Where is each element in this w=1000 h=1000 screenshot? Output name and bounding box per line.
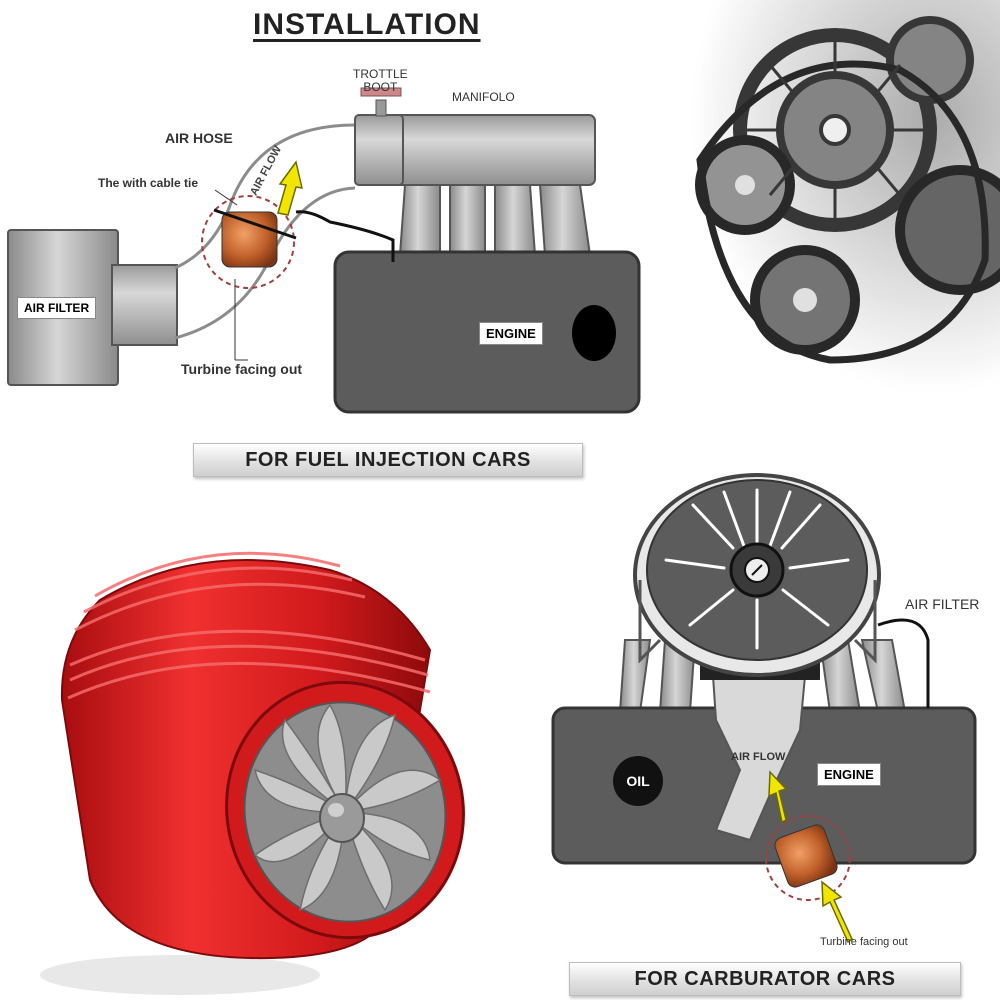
air-flow-label-bottom: AIR FLOW [731, 751, 786, 763]
engine-photo [655, 0, 1000, 395]
trottle-boot-line-1: TROTTLE [353, 67, 408, 81]
carburator-banner: FOR CARBURATOR CARS [569, 962, 961, 996]
carburator-diagram [551, 473, 977, 944]
air-hose-label: AIR HOSE [165, 130, 233, 146]
engine-label-top: ENGINE [479, 322, 543, 345]
manifold-label: MANIFOLO [452, 90, 515, 104]
turbo-product [40, 551, 465, 995]
trottle-boot-line-2: BOOT [363, 80, 398, 94]
fuel-injection-banner: FOR FUEL INJECTION CARS [193, 443, 583, 477]
cable-tie-label: The with cable tie [98, 176, 199, 190]
page-title: INSTALLATION [253, 8, 481, 41]
air-filter-label-bottom: AIR FILTER [905, 596, 980, 612]
engine-label-bottom: ENGINE [817, 763, 881, 786]
oil-badge: OIL [613, 756, 663, 806]
trottle-boot-label: TROTTLE BOOT [353, 68, 408, 94]
fuel-injection-diagram [7, 87, 641, 414]
turbine-label-top: Turbine facing out [181, 361, 303, 377]
turbine-label-bottom: Turbine facing out [820, 936, 908, 948]
air-filter-label-top: AIR FILTER [17, 297, 97, 319]
